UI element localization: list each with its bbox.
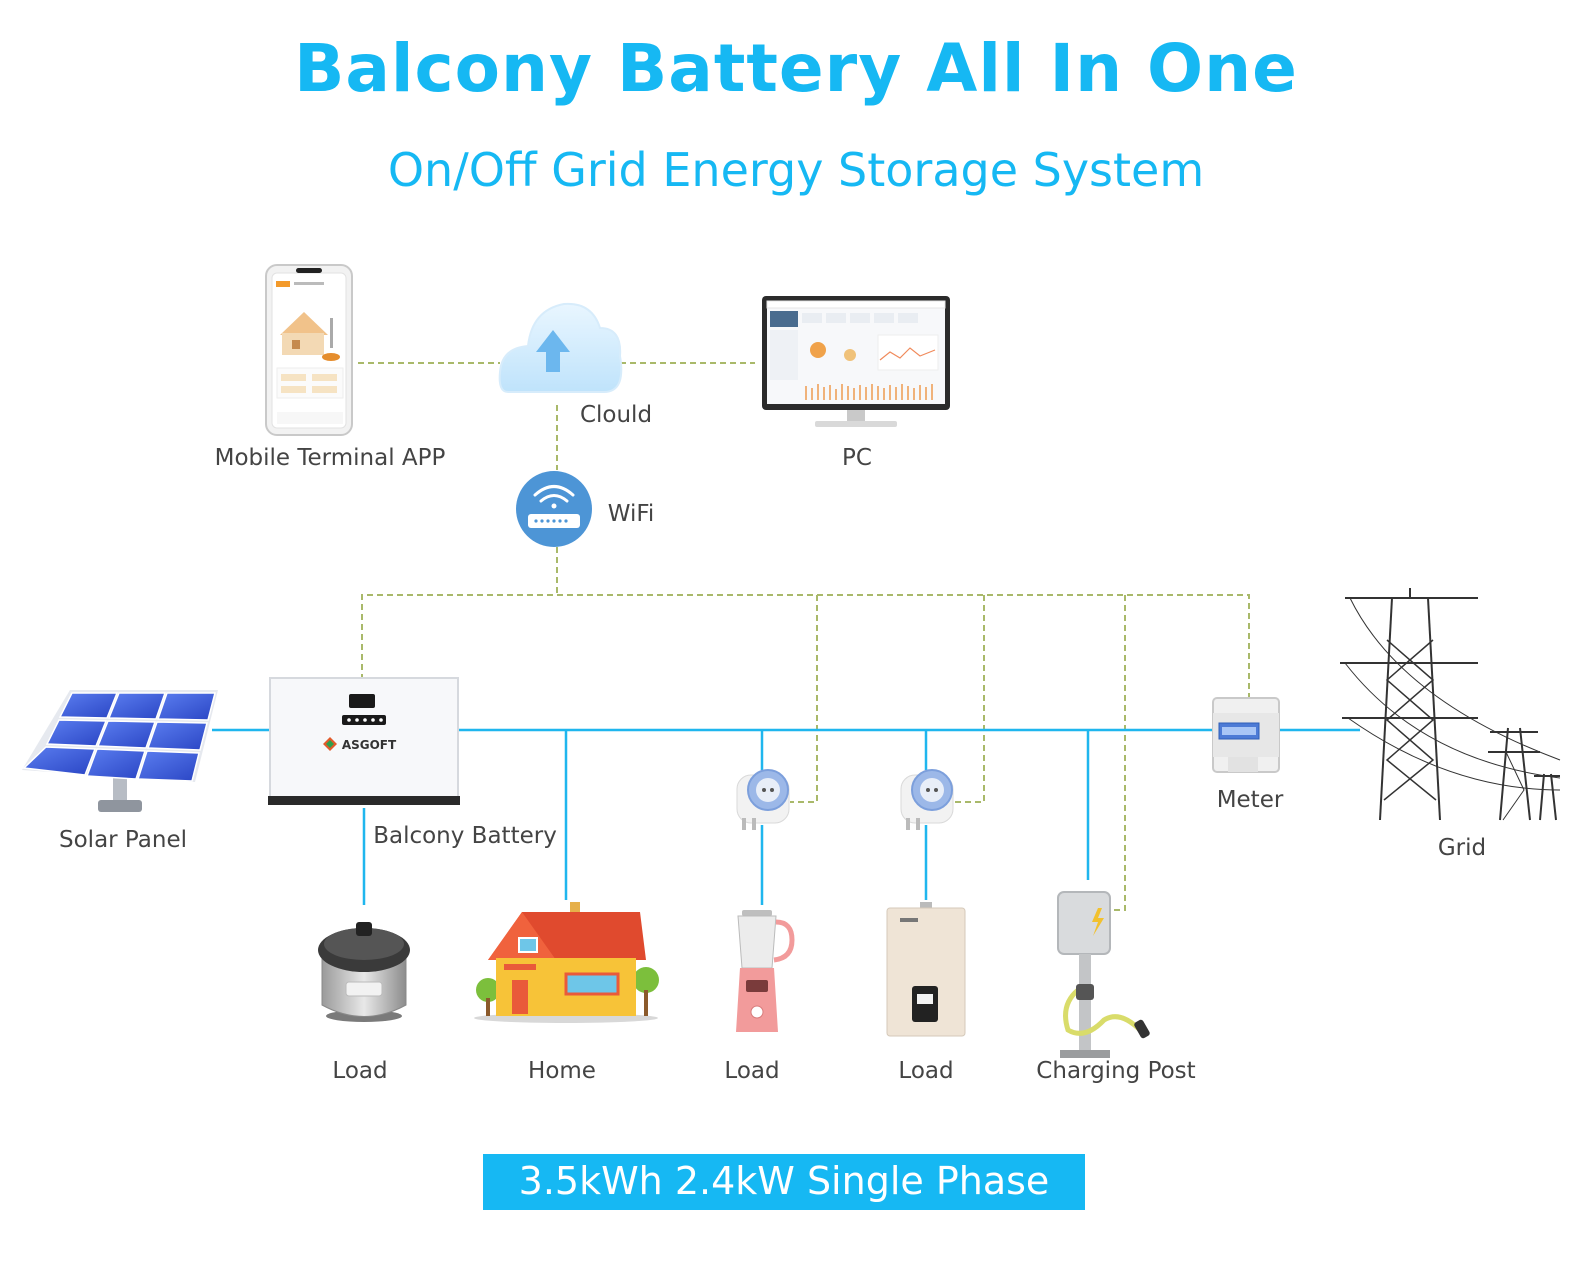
data-link-charger (1110, 595, 1126, 911)
battery-brand: ASGOFT (342, 738, 397, 752)
meter-icon (1212, 697, 1280, 773)
water-heater-icon (886, 902, 966, 1037)
label-solar-panel: Solar Panel (59, 827, 187, 853)
label-load-heater: Load (898, 1058, 954, 1084)
page-subtitle: On/Off Grid Energy Storage System (387, 143, 1205, 197)
label-balcony-battery: Balcony Battery (373, 823, 557, 849)
cooker-icon (318, 922, 410, 1022)
battery-unit-icon: ASGOFT (268, 677, 460, 805)
label-load-cooker: Load (332, 1058, 388, 1084)
label-mobile-app: Mobile Terminal APP (214, 445, 446, 471)
wifi-router-icon (516, 471, 592, 547)
label-wifi: WiFi (607, 501, 655, 527)
pylon-icon (1340, 588, 1561, 821)
cloud-upload-icon (498, 302, 623, 393)
power-connections (212, 728, 1360, 905)
label-grid: Grid (1437, 835, 1487, 861)
label-pc: PC (842, 445, 872, 471)
data-link-plug-2 (955, 595, 985, 803)
monitor-icon (762, 296, 950, 427)
spec-banner: 3.5kWh 2.4kW Single Phase (483, 1154, 1085, 1210)
ev-charger-icon (1057, 891, 1150, 1058)
blender-icon (736, 910, 795, 1032)
data-connections (358, 362, 1250, 911)
data-bus (361, 594, 1250, 700)
label-charging-post: Charging Post (1036, 1058, 1196, 1084)
solar-panel-icon (22, 690, 218, 812)
label-load-blender: Load (724, 1058, 780, 1084)
house-icon (474, 902, 659, 1023)
label-meter: Meter (1216, 787, 1284, 813)
label-home: Home (528, 1058, 596, 1084)
phone-icon (265, 264, 353, 436)
label-cloud: Clould (579, 402, 653, 428)
page-title: Balcony Battery All In One (294, 30, 1298, 107)
smart-plug-icon (736, 769, 790, 830)
smart-plug-icon (900, 769, 954, 830)
data-link-plug-1 (790, 595, 818, 803)
